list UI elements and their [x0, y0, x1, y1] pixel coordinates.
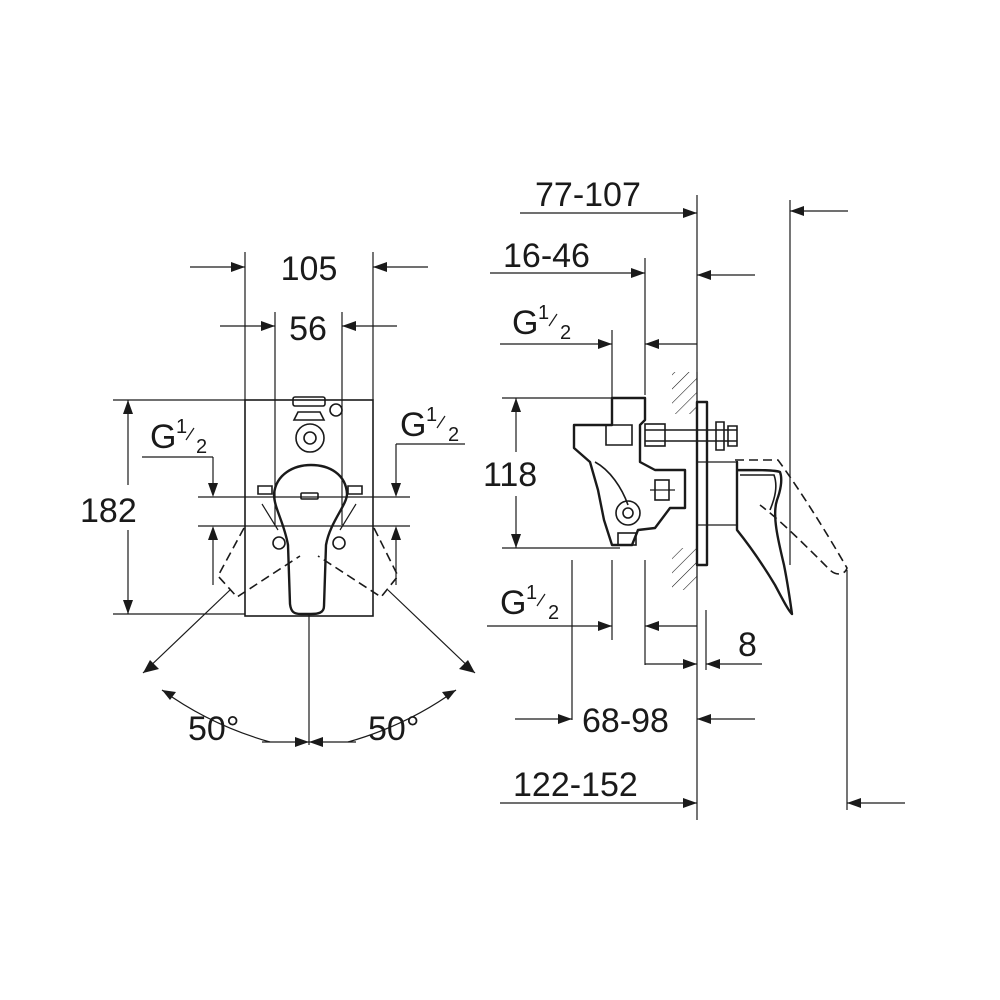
svg-text:G: G — [500, 584, 526, 622]
front-lever-handle — [272, 463, 349, 616]
angle-left-dimension: 50° — [142, 589, 309, 748]
thread-left-callout: G 1 2 — [142, 416, 218, 585]
dimension-182-label: 182 — [80, 492, 137, 530]
dimension-118-label: 118 — [483, 456, 537, 494]
svg-text:G: G — [150, 418, 176, 456]
svg-text:2: 2 — [548, 602, 559, 624]
dimension-77-107-label: 77-107 — [535, 176, 641, 214]
thread-bottom-callout: G 1 2 — [487, 582, 697, 631]
dimension-118: 118 — [483, 397, 620, 549]
dimension-8-label: 8 — [738, 626, 757, 664]
svg-text:2: 2 — [448, 424, 459, 446]
svg-text:G: G — [400, 406, 426, 444]
angle-left-label: 50° — [188, 710, 239, 748]
side-valve-body — [572, 396, 738, 547]
dimension-105: 105 — [190, 250, 428, 288]
dimension-105-label: 105 — [281, 250, 338, 288]
side-handle-rotated — [735, 459, 848, 575]
angle-right-label: 50° — [368, 710, 419, 748]
thread-right-callout: G 1 2 — [391, 404, 465, 585]
front-view: 105 56 182 G 1 2 — [80, 250, 476, 748]
svg-text:1: 1 — [538, 302, 549, 324]
svg-text:1: 1 — [176, 416, 187, 438]
thread-top-callout: G 1 2 — [500, 302, 697, 349]
side-cover-plate — [695, 400, 709, 567]
front-valve-body — [257, 396, 363, 550]
dimension-68-98: 68-98 — [515, 702, 755, 740]
dimension-182: 182 — [80, 399, 245, 615]
dimension-56-label: 56 — [289, 310, 327, 348]
dimension-68-98-label: 68-98 — [582, 702, 669, 740]
side-view: 77-107 16-46 G 1 2 — [483, 176, 905, 820]
side-lever-handle — [735, 460, 794, 616]
dimension-122-152-label: 122-152 — [513, 766, 638, 804]
dimension-77-107: 77-107 — [520, 176, 848, 218]
svg-text:1: 1 — [426, 404, 437, 426]
svg-text:G: G — [512, 304, 538, 342]
dimension-16-46-label: 16-46 — [503, 237, 590, 275]
svg-text:1: 1 — [526, 582, 537, 604]
handle-rotated-positions — [217, 527, 399, 599]
dimension-8: 8 — [645, 626, 762, 669]
dimension-122-152: 122-152 — [500, 766, 905, 808]
svg-text:2: 2 — [560, 322, 571, 344]
dimension-16-46: 16-46 — [490, 237, 755, 280]
angle-right-dimension: 50° — [309, 589, 476, 748]
dimension-56: 56 — [220, 310, 397, 348]
svg-text:2: 2 — [196, 436, 207, 458]
